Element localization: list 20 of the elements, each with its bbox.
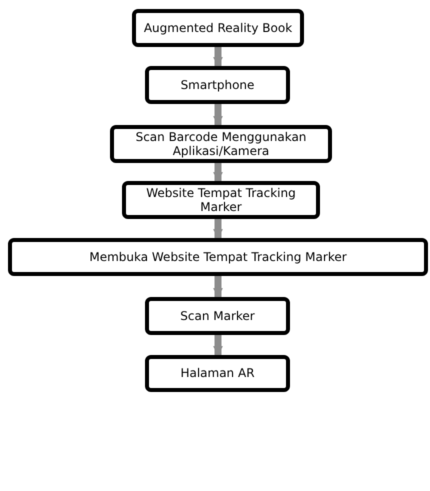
process-box xyxy=(8,238,428,276)
step-label: Halaman AR xyxy=(180,366,255,381)
arrow xyxy=(213,163,223,182)
step-label: Website Tempat Tracking Marker xyxy=(145,186,297,214)
step-label: Augmented Reality Book xyxy=(144,20,292,36)
step-label: Scan Barcode Menggunakan Aplikasi/Kamera xyxy=(134,130,308,158)
arrow xyxy=(213,47,223,67)
arrow xyxy=(213,104,223,126)
arrow xyxy=(213,276,223,298)
process-box xyxy=(145,355,290,392)
step-label: Smartphone xyxy=(180,78,254,92)
step-label: Scan Marker xyxy=(180,308,255,324)
process-box xyxy=(132,9,304,47)
process-box xyxy=(110,125,332,163)
process-box xyxy=(145,66,290,104)
process-box xyxy=(145,297,290,335)
step-label: Membuka Website Tempat Tracking Marker xyxy=(89,250,347,264)
process-box xyxy=(122,181,320,219)
arrow xyxy=(213,219,223,239)
arrow xyxy=(213,335,223,356)
